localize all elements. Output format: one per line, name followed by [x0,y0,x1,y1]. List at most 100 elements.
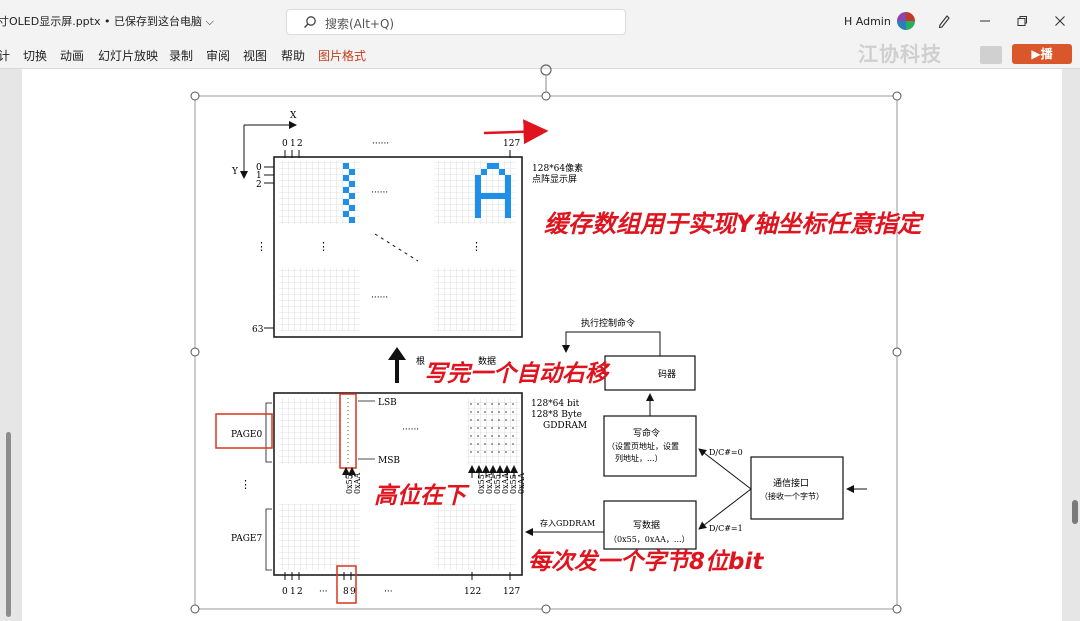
watermark-text: 江协科技 [858,42,942,66]
comm-interface-box [750,456,844,520]
byte-0xaa-d: 0xAA [517,473,526,494]
pixel-display-panel: X Y 0 1 2 ······ 127 0 1 2 63 [231,111,583,338]
y-axis-dots: ⋮ [256,240,267,253]
right-shift-arrow [483,119,549,145]
decoder-label: 码器 [658,369,676,380]
x-tick-2: 2 [297,139,303,149]
annotation-per-byte: 每次发一个字节8位bit [528,549,764,575]
x-tick-1: 1 [290,139,296,149]
pixel-letter-a [475,163,511,218]
write-command-box [603,415,697,477]
ribbon-tabs: 计 切换 动画 幻灯片放映 录制 审阅 视图 帮助 图片格式 [0,42,1080,69]
write-data-title: 写数据 [633,519,660,531]
screen-share-icon [980,46,1002,64]
byte-0x55-c: 0x55 [493,474,502,494]
bottom-tick-9: 9 [350,587,356,597]
x-tick-127: 127 [503,139,520,149]
minimize-button[interactable] [975,12,995,30]
pixel-column [343,163,355,223]
bottom-tick-0: 0 [282,587,288,597]
search-icon [304,16,316,28]
bottom-tick-1: 1 [290,587,296,597]
up-arrow [388,347,406,383]
write-cmd-title: 写命令 [633,427,660,439]
byte-0xaa: 0xAA [353,473,362,494]
tab-slideshow[interactable]: 幻灯片放映 [98,49,159,63]
partial-label-end: 数据 [478,355,496,367]
write-cmd-line1: （设置页地址，设置 [607,441,679,451]
annotation-high-bit: 高位在下 [374,483,466,509]
y-tick-2: 2 [256,180,262,190]
tab-record[interactable]: 录制 [169,49,194,63]
picture-selection-frame[interactable] [190,91,902,614]
grid-dashes-bottom: ······ [371,293,388,303]
msb-label: MSB [378,456,400,466]
scroll-thumb[interactable] [1072,500,1078,524]
comm-sub: （接收一个字节） [760,491,824,501]
page0-dashes: ······ [402,425,419,435]
y-axis-label: Y [231,167,239,177]
tab-design[interactable]: 计 [0,49,11,63]
grid-dashes-top: ······ [371,188,388,198]
page-dots: ⋮ [240,478,251,491]
bottom-tick-dots-2: ··· [384,587,393,597]
tab-animations[interactable]: 动画 [60,49,85,63]
bottom-tick-122: 122 [464,587,481,597]
dc0-label: D/C#=0 [709,448,743,457]
byte-0x55-d: 0x55 [509,474,518,494]
restore-button[interactable] [1012,12,1032,30]
gddram-label-line2: 128*8 Byte [531,410,582,420]
page7-label: PAGE7 [231,534,262,544]
flow-diagram: 执行控制命令 码器 写命令 （设置页地址，设置 列地址，...） 写数据 （0x… [525,317,867,550]
write-data-line1: （0x55，0xAA，...） [609,535,690,544]
bottom-tick-2: 2 [297,587,303,597]
gddram-label-line3: GDDRAM [543,421,587,431]
lsb-label: LSB [378,398,397,408]
store-gddram-label: 存入GDDRAM [540,518,595,528]
dc1-label: D/C#=1 [709,524,743,533]
title-bar: 寸OLED显示屏.pptx • 已保存到这台电脑 ⌵ 搜索(Alt+Q) H A… [0,0,1080,42]
search-box[interactable]: 搜索(Alt+Q) [286,9,626,35]
annotation-buffer: 缓存数组用于实现Y轴坐标任意指定 [544,210,922,238]
search-placeholder: 搜索(Alt+Q) [325,17,395,31]
bottom-tick-8: 8 [343,587,349,597]
display-label-line2: 点阵显示屏 [532,173,577,185]
x-dashes: ······ [372,139,389,149]
close-button[interactable] [1050,12,1070,30]
y-tick-63: 63 [252,325,264,335]
avatar[interactable] [897,12,915,30]
vertical-scrollbar[interactable] [6,432,11,617]
exec-cmd-label: 执行控制命令 [581,317,635,329]
byte-0x55: 0x55 [345,474,354,494]
rotate-handle[interactable] [540,64,552,92]
tab-review[interactable]: 审阅 [206,49,231,63]
byte-0xaa-c: 0xAA [501,473,510,494]
y-tick-1: 1 [256,171,262,181]
document-title[interactable]: 寸OLED显示屏.pptx • 已保存到这台电脑 ⌵ [0,15,214,28]
column-8-highlight [336,565,357,604]
comm-title: 通信接口 [773,477,809,489]
page0-label: PAGE0 [231,430,262,440]
pen-icon[interactable] [934,12,954,30]
y-tick-0: 0 [256,163,262,173]
annotation-auto-shift: 写完一个自动右移 [424,361,608,387]
display-label-line1: 128*64像素 [532,162,583,174]
gddram-label-line1: 128*64 bit [531,399,580,409]
tab-picture-format[interactable]: 图片格式 [318,49,367,63]
partial-label-start: 根 [416,355,425,367]
decoder-box [604,355,696,391]
byte-0x55-b: 0x55 [477,474,486,494]
tab-view[interactable]: 视图 [243,49,268,63]
bottom-tick-dots: ··· [319,587,328,597]
gddram-panel: LSB MSB ······ 0x55 0xAA 0x55 0xAA 0x55 … [215,392,587,604]
tab-help[interactable]: 帮助 [281,49,306,63]
tab-transitions[interactable]: 切换 [23,49,48,63]
x-axis-label: X [290,111,297,121]
watermark-tag: ▶播 [1012,44,1072,64]
grid-dots-right: ⋮ [471,240,482,253]
byte-0xaa-b: 0xAA [485,473,494,494]
page0-highlight [215,413,273,449]
user-name[interactable]: H Admin [844,15,891,28]
write-data-box [603,500,697,550]
